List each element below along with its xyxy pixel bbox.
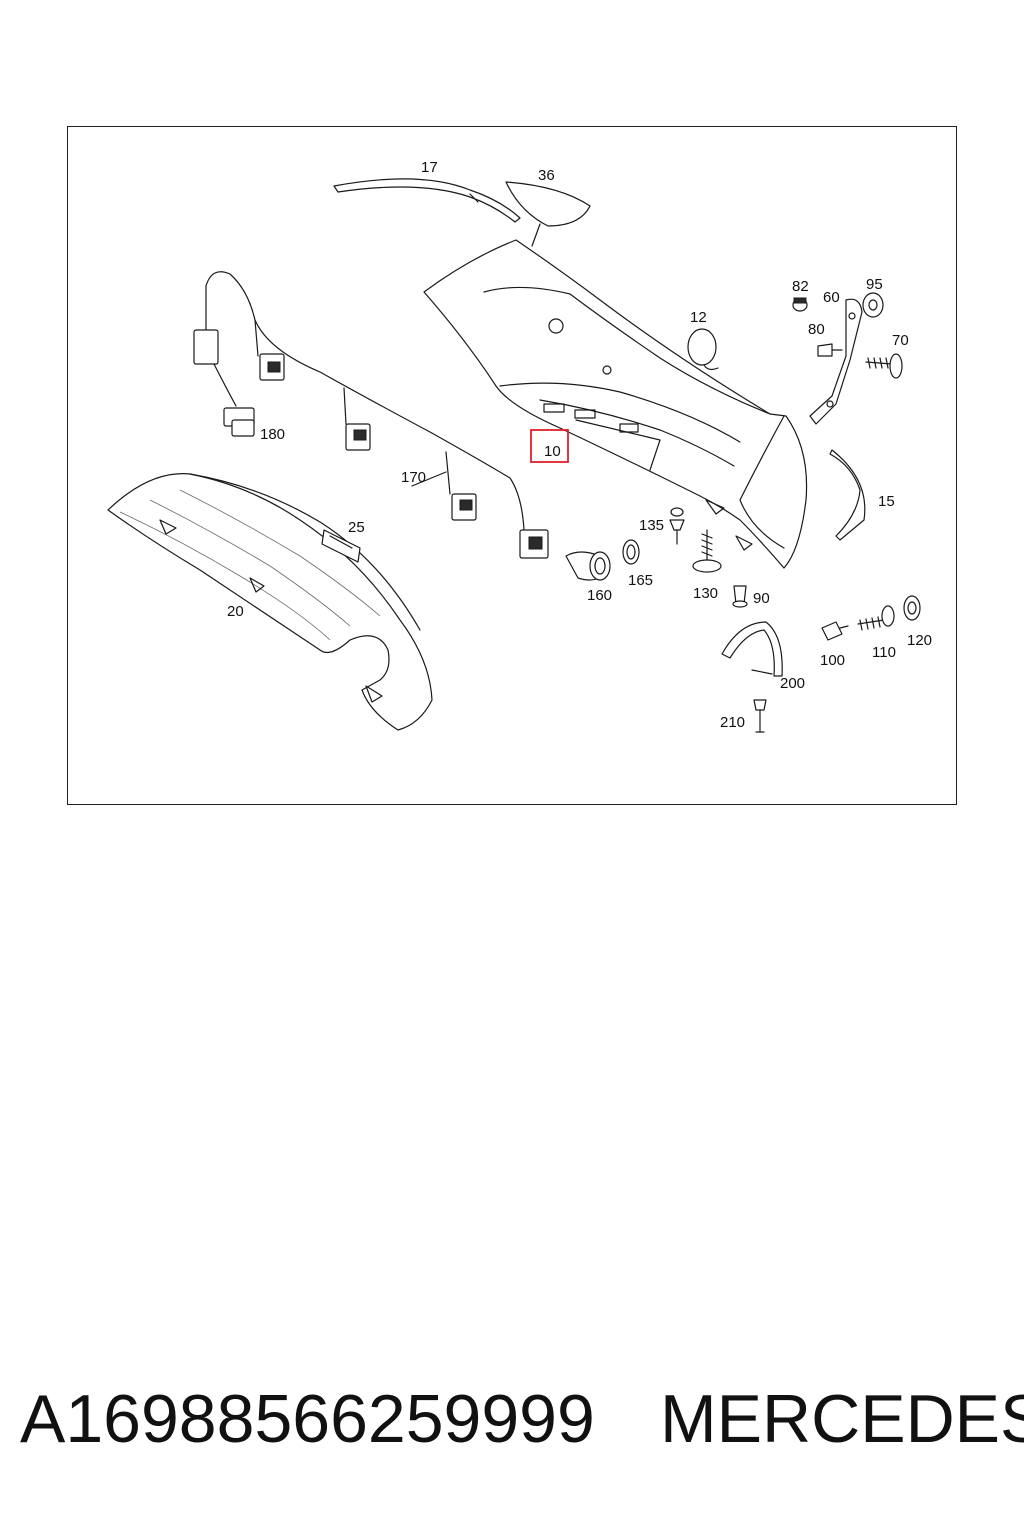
part-180-connector (223, 407, 255, 437)
callout-180: 180 (260, 426, 285, 443)
brand-name: MERCEDES (660, 1381, 1024, 1457)
part-20-diffuser (107, 473, 433, 731)
callout-130: 130 (693, 585, 718, 602)
part-120-ring (903, 595, 921, 621)
part-70-screw (865, 353, 903, 379)
part-170-wiring-harness (193, 271, 549, 559)
callout-110: 110 (872, 644, 896, 661)
footer: A16988566259999 MERCEDES (0, 1380, 1024, 1470)
leader-lines (411, 471, 447, 487)
part-60-side-bracket (809, 298, 863, 425)
part-36-cover (505, 181, 591, 247)
callout-labels: 17 36 10 12 82 95 60 80 70 15 180 170 25… (227, 159, 932, 731)
callout-60: 60 (823, 289, 840, 306)
part-130-screw (692, 529, 722, 573)
callout-25: 25 (348, 519, 365, 536)
part-number: A16988566259999 (20, 1381, 595, 1457)
part-200-strap (721, 621, 783, 677)
part-165-ring (622, 539, 640, 565)
part-90-nut (732, 585, 748, 608)
callout-80: 80 (808, 321, 825, 338)
callout-100: 100 (820, 652, 845, 669)
part-135-clip (669, 507, 685, 545)
part-10-bumper-cover (423, 239, 808, 569)
callout-90: 90 (753, 590, 770, 607)
callout-120: 120 (907, 632, 932, 649)
callout-82: 82 (792, 278, 809, 295)
part-80-clip (817, 343, 843, 357)
callout-170: 170 (401, 469, 426, 486)
callout-36: 36 (538, 167, 555, 184)
part-160-sensor (565, 551, 611, 581)
part-12-tow-cover (687, 328, 719, 371)
part-95-nut (862, 292, 884, 318)
callout-70: 70 (892, 332, 909, 349)
callout-20: 20 (227, 603, 244, 620)
part-25-bracket (321, 529, 361, 563)
part-110-screw (857, 605, 895, 631)
part-15-trim-strip (829, 449, 866, 541)
callout-135: 135 (639, 517, 664, 534)
callout-95: 95 (866, 276, 883, 293)
callout-10-highlight (530, 429, 569, 463)
callout-200: 200 (780, 675, 805, 692)
callout-165: 165 (628, 572, 653, 589)
callout-160: 160 (587, 587, 612, 604)
part-17-trim-strip (333, 178, 521, 223)
part-82-clip (792, 297, 808, 312)
callout-12: 12 (690, 309, 707, 326)
callout-10: 10 (544, 443, 561, 460)
callout-15: 15 (878, 493, 895, 510)
callout-210: 210 (720, 714, 745, 731)
diagram-frame (67, 126, 957, 805)
part-210-pin (753, 699, 767, 733)
part-100-clip (821, 621, 849, 641)
callout-17: 17 (421, 159, 438, 176)
